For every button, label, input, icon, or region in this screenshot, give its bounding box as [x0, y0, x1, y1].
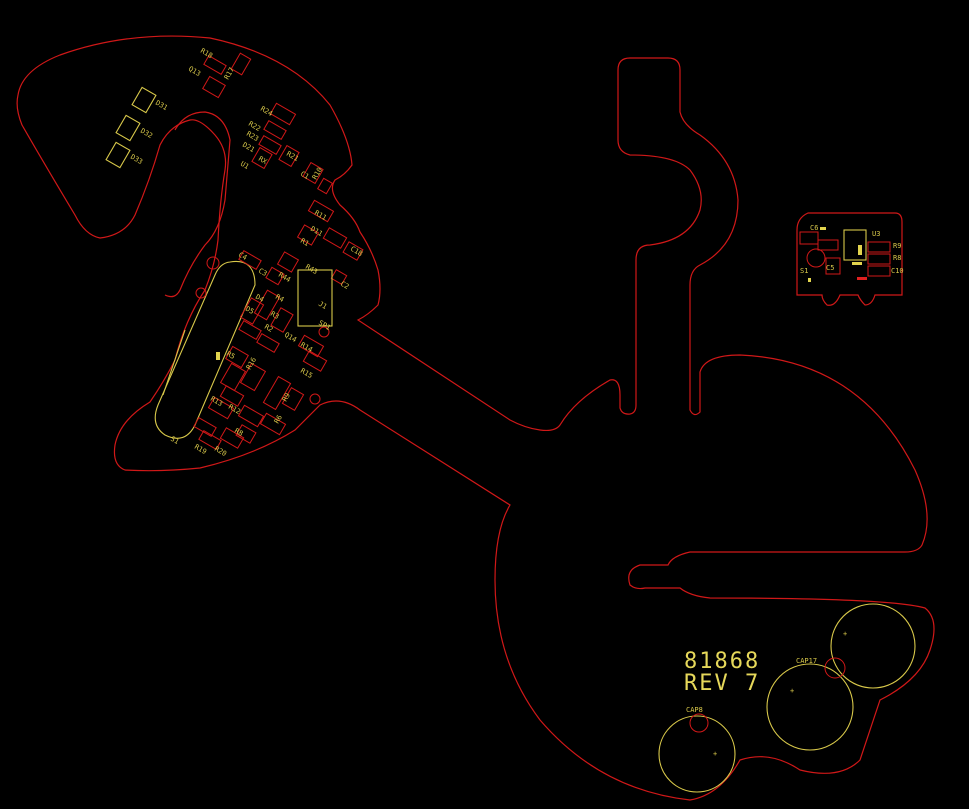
svg-text:+: +	[843, 630, 847, 638]
ref-label: R9	[281, 392, 292, 403]
board-revision: REV 7	[684, 671, 760, 696]
ref-label: S1	[800, 267, 808, 275]
ref-label: R18	[199, 47, 214, 60]
ref-label: R8	[893, 254, 901, 262]
ref-label: R4	[274, 293, 285, 304]
ref-label: J1	[317, 300, 328, 311]
ref-label: D5	[244, 305, 255, 316]
ref-label: C10	[891, 267, 904, 275]
ref-label: D32	[139, 127, 154, 140]
cap17-label: CAP17	[796, 657, 817, 665]
ref-label: C6	[810, 224, 818, 232]
capacitor-footprints: + + +	[658, 603, 916, 793]
ref-label: C5	[826, 264, 834, 272]
ref-label: R6	[273, 414, 284, 425]
ref-label: D33	[129, 153, 144, 166]
ref-label: R2	[263, 323, 274, 334]
ref-label: U3	[872, 230, 880, 238]
svg-text:+: +	[713, 750, 717, 758]
cap17-outline	[830, 603, 916, 689]
ref-label: U1	[239, 160, 250, 171]
ref-label: R8	[233, 427, 244, 438]
ref-label: R1	[299, 237, 310, 248]
component-footprints-left	[105, 52, 364, 451]
ref-label: R9	[893, 242, 901, 250]
ref-label: S1	[169, 435, 180, 446]
ref-label: R10	[311, 166, 324, 181]
ref-label: R5	[225, 350, 236, 361]
ref-label: C1	[299, 170, 310, 181]
cap8-outline	[658, 715, 736, 793]
cap8-label: CAP8	[686, 706, 703, 714]
cap8-pad	[689, 713, 709, 733]
board-part-number: 81868	[684, 649, 760, 674]
board-outline-left-arm	[16, 35, 935, 801]
svg-text:+: +	[790, 687, 794, 695]
ref-label: C4	[237, 251, 248, 262]
ref-label: C3	[257, 267, 268, 278]
ref-label: R19	[193, 443, 208, 456]
cap17-inner	[766, 663, 854, 751]
ref-label: R43	[304, 263, 319, 276]
ref-label: D31	[154, 99, 169, 112]
ref-label: RX	[257, 155, 269, 167]
ref-label: R24	[259, 105, 274, 118]
ref-label: R11	[313, 209, 328, 222]
ref-label: D4	[254, 293, 265, 304]
component-footprints-right	[799, 227, 891, 282]
ref-label: Q13	[187, 65, 202, 78]
cap17-pad	[824, 657, 846, 679]
ref-label: R3	[269, 310, 280, 321]
battery-slot	[154, 260, 256, 439]
ref-label: R15	[299, 367, 314, 380]
slot-cutout	[164, 111, 231, 298]
ref-label: R20	[213, 445, 228, 458]
right-labels: C6 U3 R9 R8 C5 C10 S1	[800, 224, 904, 275]
ref-label: D21	[241, 141, 256, 154]
ref-label: C18	[349, 245, 364, 258]
board-outline-right-module	[796, 212, 903, 306]
ref-label: Q14	[283, 331, 298, 344]
ref-label: C2	[339, 280, 350, 291]
